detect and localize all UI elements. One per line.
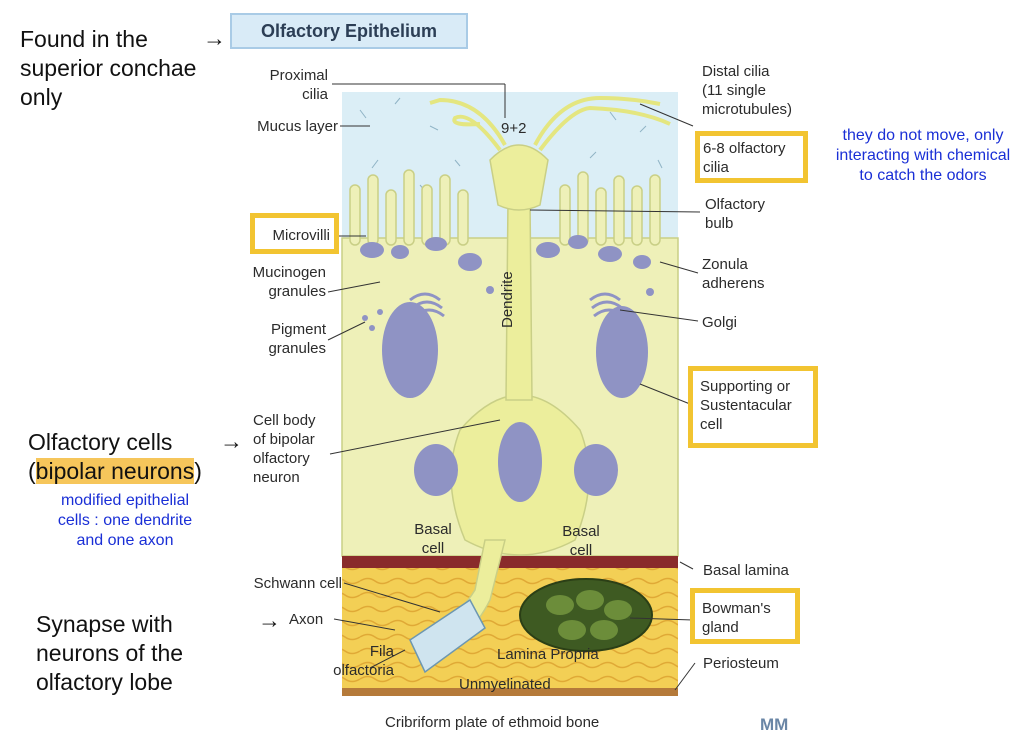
label-schwann: Schwann cell bbox=[253, 575, 342, 592]
highlight-box-bowmans bbox=[690, 588, 800, 644]
arrow-icon: → bbox=[220, 428, 243, 454]
highlight-box-olfactory-cilia bbox=[695, 131, 808, 183]
label-axon: Axon bbox=[289, 611, 324, 628]
olfactory-cells-note: Olfactory cells (bipolar neurons) bbox=[28, 429, 202, 484]
basal-nucleus-right bbox=[574, 444, 618, 496]
granules bbox=[360, 235, 654, 331]
label-basal-lamina: Basal lamina bbox=[703, 562, 789, 579]
highlight-box-microvilli bbox=[250, 213, 339, 254]
modified-cells-note: modified epithelial cells : one dendrite… bbox=[57, 492, 193, 549]
schwann-sheath bbox=[409, 598, 486, 674]
label-mucus-layer: Mucus layer bbox=[257, 118, 338, 135]
olfactory-bulb-shape bbox=[489, 144, 549, 211]
label-dendrite: Dendrite bbox=[499, 271, 516, 328]
basal-nucleus-left bbox=[414, 444, 458, 496]
label-cribriform: Cribriform plate of ethmoid bone bbox=[385, 714, 600, 731]
nucleus-right bbox=[596, 306, 648, 398]
label-microvilli: Microvilli bbox=[272, 227, 331, 244]
label-periosteum: Periosteum bbox=[703, 655, 779, 672]
label-lamina-propria: Lamina Propria bbox=[497, 646, 599, 663]
arrow-icon: → bbox=[258, 607, 281, 633]
microvilli-group bbox=[349, 169, 661, 246]
neuron-nucleus bbox=[498, 422, 542, 502]
bowmans-gland-shape bbox=[519, 578, 653, 652]
superior-conchae-note: Found in the superior conchae only bbox=[20, 26, 197, 110]
leader-lines bbox=[327, 83, 701, 691]
bipolar-highlight: bipolar neurons bbox=[35, 458, 195, 484]
label-unmyelinated: Unmyelinated bbox=[459, 676, 551, 693]
highlight-box-supporting bbox=[688, 366, 818, 448]
periosteum-band bbox=[342, 688, 678, 696]
basal-lamina-band bbox=[342, 556, 678, 568]
nucleus-left bbox=[382, 302, 438, 398]
cilia-note: they do not move, only interacting with … bbox=[835, 127, 1011, 184]
label-golgi: Golgi bbox=[702, 314, 738, 331]
gland-cells bbox=[546, 590, 632, 640]
synapse-note: Synapse with neurons of the olfactory lo… bbox=[36, 611, 184, 695]
label-nine-two: 9+2 bbox=[501, 120, 527, 137]
logo: MM bbox=[760, 715, 789, 734]
arrow-icon: → bbox=[203, 25, 226, 51]
cilia-strands bbox=[429, 95, 671, 152]
page-title: Olfactory Epithelium bbox=[230, 13, 468, 49]
